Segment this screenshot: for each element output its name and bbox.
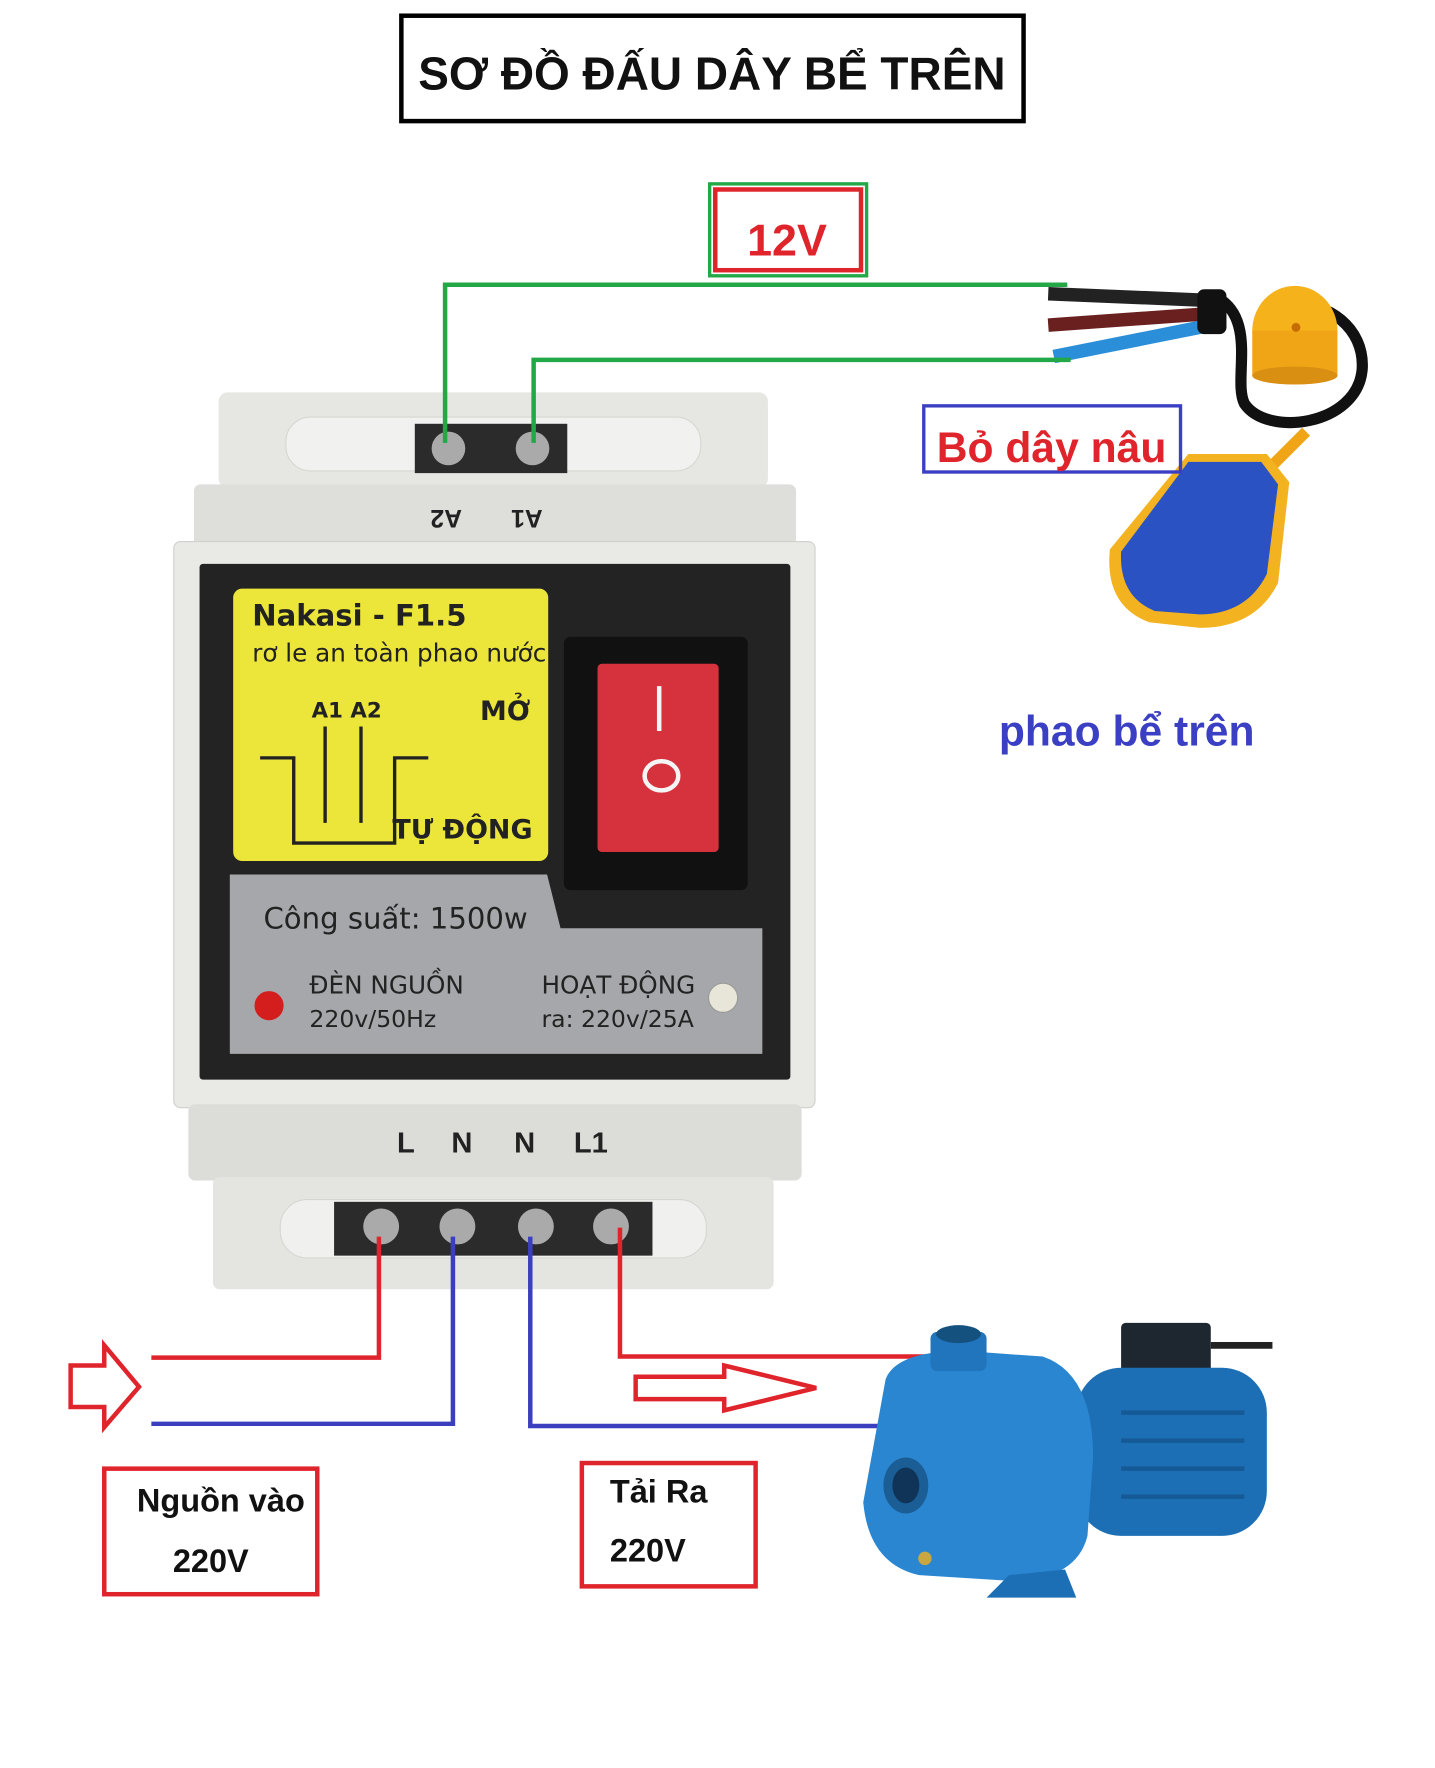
output-load-box: Tải Ra 220V (579, 1460, 758, 1589)
voltage-12v-label: 12V (747, 215, 827, 266)
terminal-label-l1: L1 (574, 1128, 608, 1160)
terminal-a1-screw (515, 431, 550, 466)
input-power-label: Nguồn vào (137, 1482, 305, 1518)
input-arrow-icon (68, 1339, 142, 1434)
terminal-label-a1: A1 (511, 504, 543, 531)
page-title: SƠ ĐỒ ĐẤU DÂY BỂ TRÊN (418, 48, 1005, 100)
water-pump-image (863, 1322, 1273, 1598)
remove-brown-wire-label: Bỏ dây nâu (937, 424, 1167, 472)
terminal-label-n1: N (451, 1128, 472, 1160)
terminal-a2-screw (431, 431, 466, 466)
device-model: Nakasi - F1.5 (252, 599, 466, 633)
control-wire-a2 (442, 282, 1068, 443)
terminal-label-n2: N (514, 1128, 535, 1160)
output-neutral-wire (528, 1236, 929, 1429)
control-wire-a1 (531, 357, 1071, 443)
output-arrow-icon (633, 1362, 817, 1414)
title-box: SƠ ĐỒ ĐẤU DÂY BỂ TRÊN (399, 13, 1026, 124)
input-voltage-label: 220V (173, 1543, 249, 1579)
diagram-a1a2-label: A1 A2 (312, 699, 382, 724)
output-live-wire (617, 1227, 933, 1359)
power-led-spec: 220v/50Hz (309, 1005, 436, 1033)
rocker-switch[interactable] (597, 663, 719, 853)
input-power-box: Nguồn vào 220V (102, 1466, 320, 1597)
active-led-label: HOẠT ĐỘNG (541, 969, 695, 999)
terminal-label-l: L (397, 1128, 415, 1160)
mode-auto-label: TỰ ĐỘNG (392, 814, 532, 846)
output-load-label: Tải Ra (610, 1473, 708, 1509)
input-live-wire (151, 1236, 382, 1360)
power-led-label: ĐÈN NGUỒN (309, 967, 463, 999)
output-voltage-label: 220V (610, 1533, 686, 1569)
device-subtitle: rơ le an toàn phao nước (252, 638, 546, 667)
tank-diagram-icon (260, 726, 429, 845)
relay-device: A2 A1 Nakasi - F1.5 rơ le an toàn phao n… (173, 392, 816, 1290)
power-rating: Công suất: 1500w (263, 901, 527, 935)
mode-on-label: MỞ (480, 691, 530, 727)
remove-brown-wire-note: Bỏ dây nâu (922, 404, 1183, 474)
active-led-spec: ra: 220v/25A (541, 1005, 693, 1033)
float-switch-image (1047, 285, 1368, 628)
float-caption: phao bể trên (999, 708, 1255, 756)
active-led (707, 982, 739, 1013)
voltage-12v-box: 12V (707, 182, 869, 278)
power-led (254, 991, 284, 1021)
terminal-label-a2: A2 (430, 504, 462, 531)
input-neutral-wire (151, 1236, 456, 1427)
